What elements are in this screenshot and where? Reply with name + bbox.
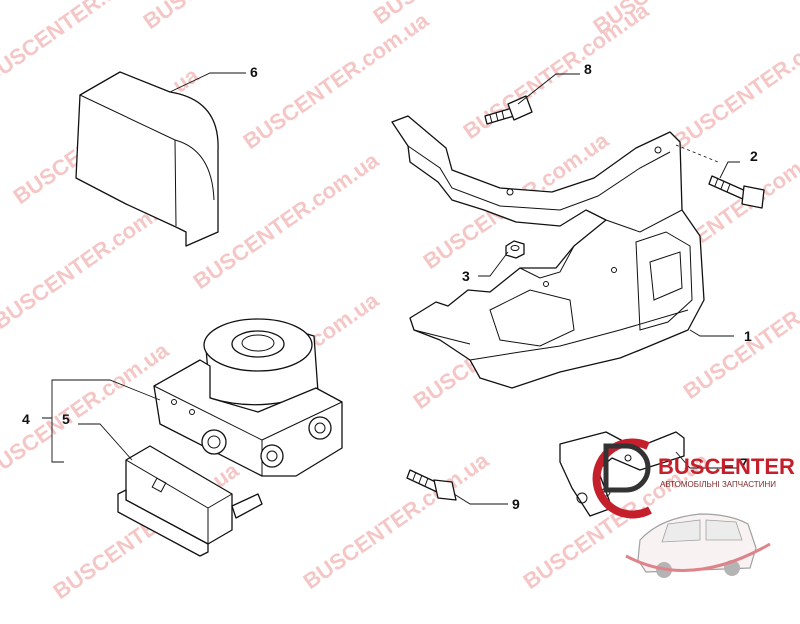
part-3-nut [505, 240, 525, 259]
callout-4: 4 [22, 411, 30, 427]
callout-3: 3 [462, 268, 470, 284]
callout-1: 1 [744, 328, 752, 344]
part-4-abs-unit [153, 318, 343, 477]
watermark-text: BUSCENTER.com.ua [299, 447, 494, 594]
callout-labels: 1 2 3 4 5 6 7 8 9 [22, 61, 758, 512]
part-9-bolt [406, 469, 457, 501]
brand-d-mark-icon [603, 443, 651, 493]
brand-name: BUSCENTER [658, 454, 795, 479]
part-6-cover [75, 71, 219, 247]
brand-tagline: АВТОМОБІЛЬНІ ЗАПЧАСТИНИ [660, 480, 776, 489]
callout-7: 7 [740, 455, 748, 471]
brand-c-mark-icon [592, 438, 652, 519]
brand-logo: BUSCENTER АВТОМОБІЛЬНІ ЗАПЧАСТИНИ [592, 438, 795, 578]
watermark-text: BUSCENTER.com.ua [669, 7, 800, 154]
bus-silhouette-icon [625, 513, 771, 578]
leader-lines [42, 72, 740, 505]
callout-8: 8 [584, 61, 592, 77]
callout-2: 2 [750, 148, 758, 164]
part-1-bracket [391, 115, 705, 389]
watermark-text: BUSCENTER.com.ua [139, 0, 334, 34]
part-8-bolt [484, 95, 533, 125]
callout-5: 5 [62, 411, 70, 427]
part-5-connector [117, 445, 263, 557]
part-2-bolt [708, 175, 765, 209]
callout-9: 9 [512, 496, 520, 512]
callout-6: 6 [250, 64, 258, 80]
